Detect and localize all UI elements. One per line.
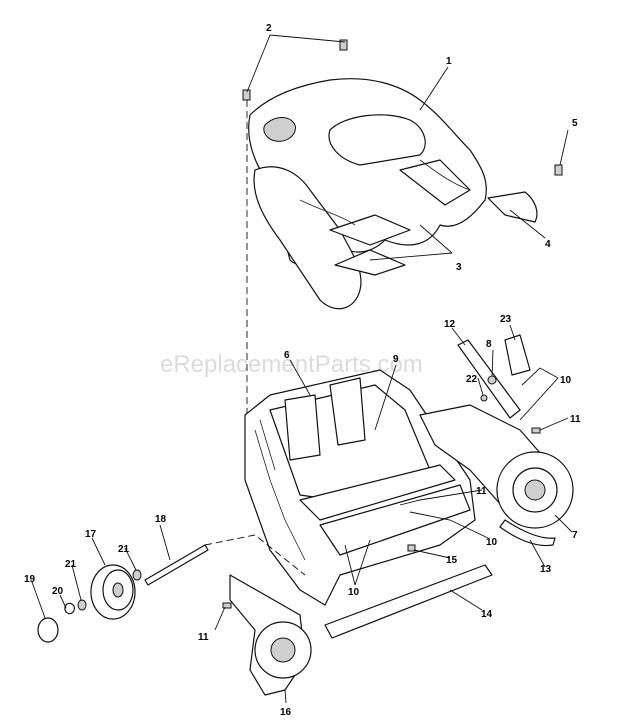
callout-13: 13	[540, 564, 552, 575]
callout-21-right: 21	[118, 544, 130, 555]
part-4-deflector-bracket	[487, 191, 538, 223]
callout-1: 1	[446, 56, 452, 67]
part-5-screw	[554, 164, 563, 176]
part-2-screws	[242, 39, 348, 101]
part-1-upper-housing	[248, 78, 487, 310]
part-11-screw-right	[531, 427, 541, 434]
callout-3: 3	[456, 262, 462, 273]
part-18-axle	[144, 544, 209, 586]
part-23-plate	[504, 334, 531, 376]
callout-19: 19	[24, 574, 36, 585]
part-21-washer-left	[77, 599, 87, 611]
callout-6: 6	[284, 350, 290, 361]
callout-21-left: 21	[65, 559, 77, 570]
callout-16: 16	[280, 707, 292, 718]
callout-8: 8	[486, 339, 492, 350]
callout-10-right: 10	[560, 375, 572, 386]
callout-4: 4	[545, 239, 551, 250]
part-7-side-plate-assembly	[419, 404, 574, 529]
callout-10-lower: 10	[348, 587, 360, 598]
part-14-scraper-bar	[324, 564, 493, 639]
callout-2: 2	[266, 23, 272, 34]
callout-15: 15	[446, 555, 458, 566]
callout-11-middle: 11	[476, 486, 487, 497]
callout-5: 5	[572, 118, 578, 129]
callout-10-middle: 10	[486, 537, 498, 548]
callout-12: 12	[444, 319, 456, 330]
callout-17: 17	[85, 529, 97, 540]
part-6-lower-body	[244, 369, 476, 606]
callout-7: 7	[572, 530, 578, 541]
axle-alignment-line	[204, 534, 306, 576]
part-19-hub-cap	[37, 617, 59, 643]
callout-23: 23	[500, 314, 512, 325]
part-8-nut	[487, 375, 497, 385]
part-20-clip	[64, 602, 75, 615]
callout-11-left: 11	[198, 632, 209, 643]
callout-11-right: 11	[570, 414, 581, 425]
part-21-washer-right	[132, 569, 142, 581]
callout-9: 9	[393, 354, 399, 365]
part-15-screw	[407, 544, 416, 552]
callout-22: 22	[466, 374, 478, 385]
callout-labels: 2 1 5 4 3 6 9 12 8 23 10 22 11 11 10 7 1…	[24, 23, 581, 718]
callout-20: 20	[52, 586, 64, 597]
part-17-wheel	[90, 564, 136, 620]
part-16-left-side-plate	[229, 574, 312, 696]
callout-14: 14	[481, 609, 493, 620]
part-13-arc-strip	[499, 519, 556, 547]
leader-lines	[31, 34, 573, 704]
callout-18: 18	[155, 514, 167, 525]
part-22-washer	[480, 394, 488, 402]
part-11-screw-left	[222, 602, 232, 609]
